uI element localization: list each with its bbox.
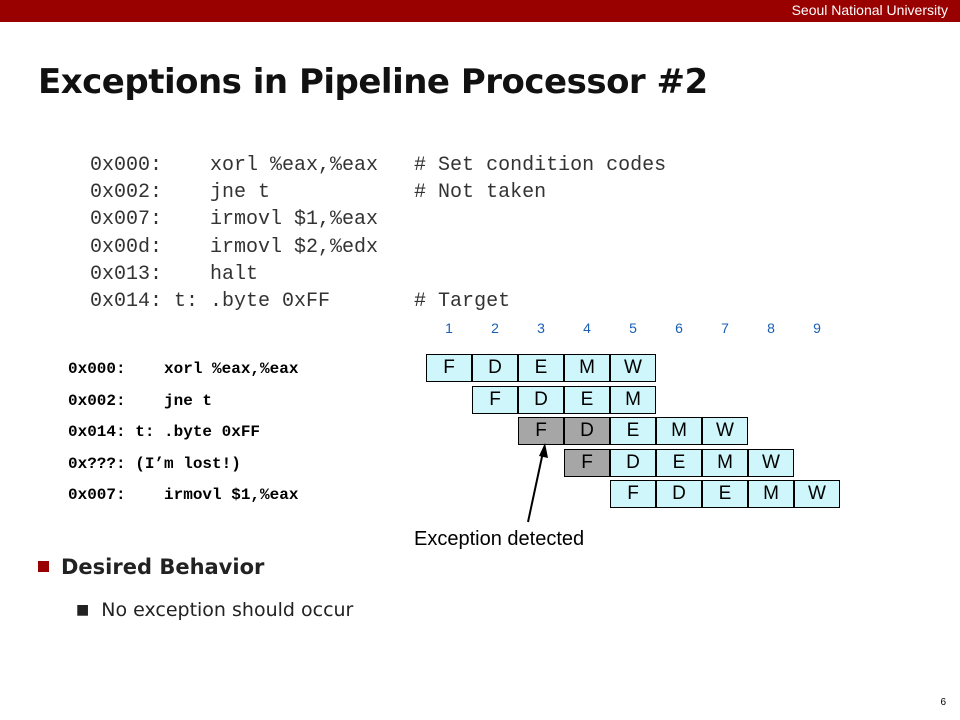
- code-line: 0x002: jne t # Not taken: [90, 181, 547, 205]
- bullet-square-icon: [38, 561, 49, 572]
- sub-bullet-marker-icon: ■: [76, 602, 90, 618]
- pipeline-instruction: 0x000: xorl %eax,%eax: [68, 360, 299, 378]
- cycle-number-row: 1 2 3 4 5 6 7 8 9: [426, 320, 846, 340]
- pipeline-stage: W: [702, 417, 748, 445]
- cycle-number: 1: [445, 320, 453, 336]
- pipeline-stage: M: [656, 417, 702, 445]
- pipeline-stage: M: [610, 385, 656, 414]
- code-line: 0x013: halt: [90, 262, 259, 286]
- code-line: 0x00d: irmovl $2,%edx: [90, 235, 379, 259]
- pipeline-stage: E: [610, 417, 656, 445]
- pipeline-instruction-list: 0x000: xorl %eax,%eax 0x002: jne t 0x014…: [68, 354, 298, 512]
- pipeline-stage: D: [656, 480, 702, 508]
- pipeline-stage: M: [748, 480, 794, 508]
- cycle-number: 2: [491, 320, 499, 336]
- pipeline-stage: F: [610, 480, 656, 508]
- sub-bullet: ■ No exception should occur: [76, 599, 353, 621]
- pipeline-stage: E: [702, 480, 748, 508]
- pipeline-stage: W: [610, 354, 656, 382]
- code-line: 0x014: t: .byte 0xFF # Target: [90, 289, 511, 313]
- pipeline-stage: D: [472, 354, 518, 382]
- cycle-number: 8: [767, 320, 775, 336]
- top-bar: Seoul National University: [0, 0, 960, 22]
- pipeline-instruction: 0x007: irmovl $1,%eax: [68, 486, 299, 504]
- cycle-number: 6: [675, 320, 683, 336]
- code-line: 0x000: xorl %eax,%eax # Set condition co…: [90, 154, 667, 177]
- pipeline-stage: D: [518, 385, 564, 414]
- pipeline-stage: D: [564, 417, 610, 445]
- pipeline-stage: E: [656, 448, 702, 477]
- pipeline-stage: F: [472, 385, 518, 414]
- code-listing: 0x000: xorl %eax,%eax # Set condition co…: [90, 152, 666, 315]
- pipeline-stage: W: [748, 448, 794, 477]
- bullet-heading-text: Desired Behavior: [61, 555, 265, 579]
- cycle-number: 3: [537, 320, 545, 336]
- cycle-number: 5: [629, 320, 637, 336]
- pipeline-instruction: 0x???: (I’m lost!): [68, 454, 241, 473]
- pipeline-stage: F: [426, 354, 472, 382]
- pipeline-instruction: 0x002: jne t: [68, 391, 213, 410]
- university-name: Seoul National University: [791, 2, 948, 18]
- slide-title: Exceptions in Pipeline Processor #2: [38, 62, 708, 102]
- pipeline-stage: M: [564, 354, 610, 382]
- pipeline-stage: W: [794, 480, 840, 508]
- code-line: 0x007: irmovl $1,%eax: [90, 208, 379, 232]
- pipeline-stage: F: [564, 448, 610, 477]
- cycle-number: 7: [721, 320, 729, 336]
- pipeline-stage: M: [702, 448, 748, 477]
- bullet-heading: Desired Behavior: [38, 555, 264, 579]
- pipeline-stage: E: [518, 354, 564, 382]
- sub-bullet-text: No exception should occur: [101, 599, 354, 621]
- exception-detected-label: Exception detected: [414, 528, 585, 550]
- cycle-number: 4: [583, 320, 591, 336]
- pipeline-stage: D: [610, 448, 656, 477]
- pipeline-stage: F: [518, 417, 564, 445]
- page-number: 6: [940, 697, 946, 708]
- cycle-number: 9: [813, 320, 821, 336]
- pipeline-stage: E: [564, 385, 610, 414]
- pipeline-instruction: 0x014: t: .byte 0xFF: [68, 423, 261, 441]
